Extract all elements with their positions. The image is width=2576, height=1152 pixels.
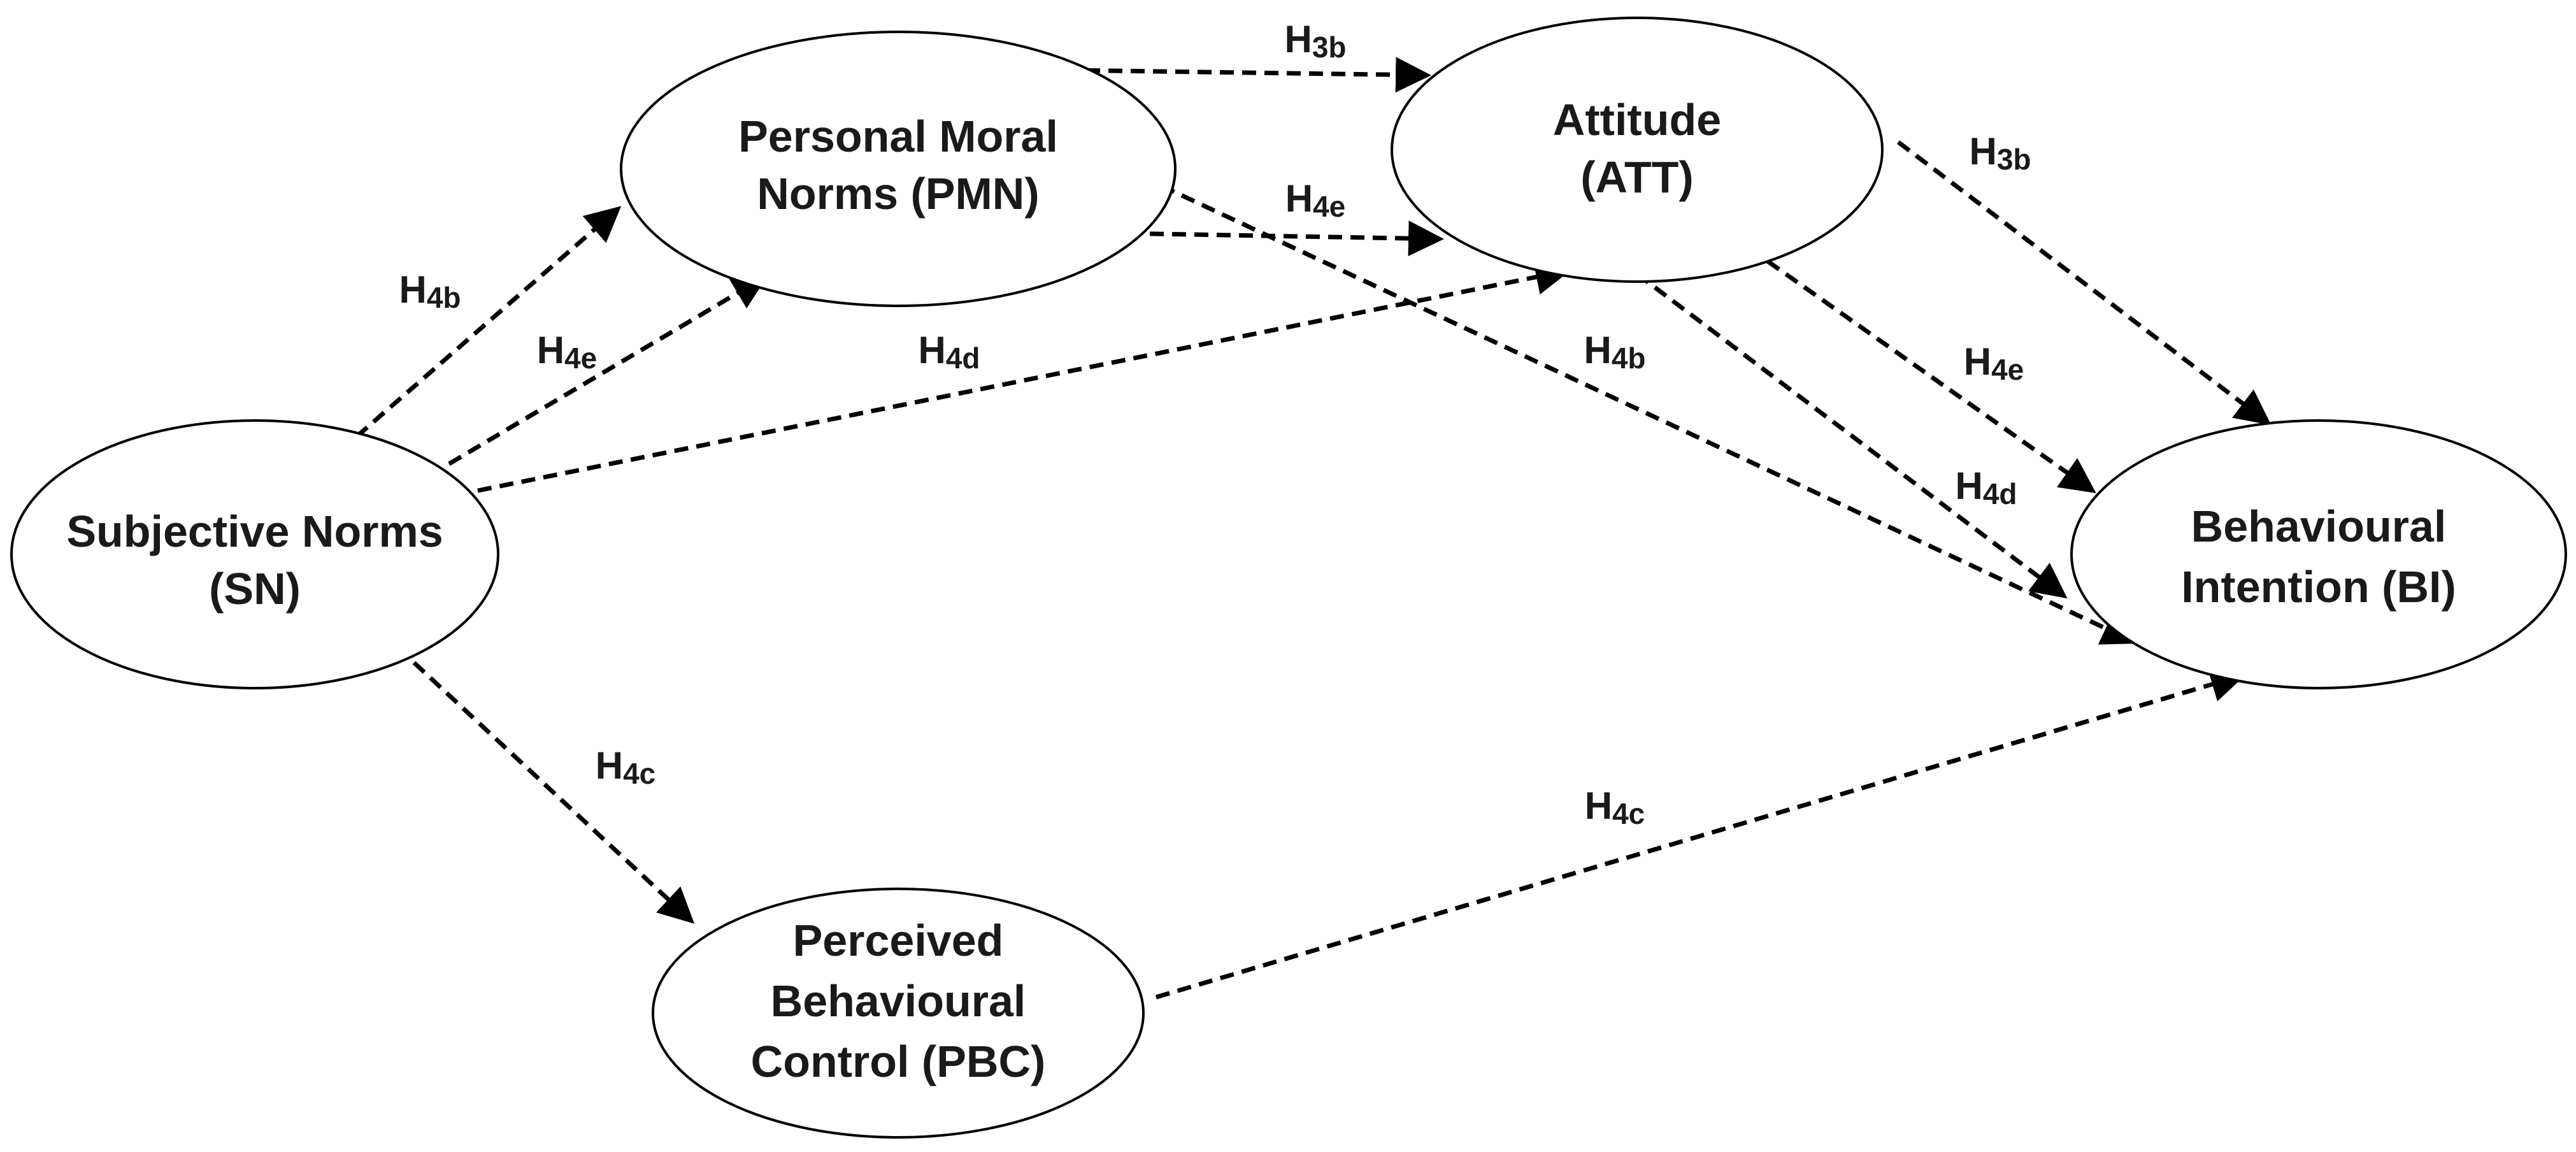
edge-pmn-bi xyxy=(1120,164,2138,645)
node-personal-moral-norms-shape xyxy=(620,31,1177,307)
node-attitude-shape xyxy=(1391,17,1884,283)
edge-att-bi-mid xyxy=(1766,259,2096,494)
edge-label-sn-pmn-a: H4b xyxy=(399,268,461,314)
node-behavioural-intention-line2: Intention (BI) xyxy=(2181,562,2456,612)
edge-label-sn-pbc: H4c xyxy=(596,744,656,790)
node-personal-moral-norms-line2: Norms (PMN) xyxy=(757,169,1039,219)
edge-label-sn-pmn-b: H4e xyxy=(537,329,597,375)
edge-sn-pmn-b xyxy=(448,275,769,466)
node-subjective-norms-line2: (SN) xyxy=(209,564,301,614)
node-personal-moral-norms: Personal Moral Norms (PMN) xyxy=(620,31,1177,307)
node-subjective-norms: Subjective Norms (SN) xyxy=(10,419,499,689)
node-behavioural-intention: Behavioural Intention (BI) xyxy=(2070,419,2567,689)
node-attitude-line2: (ATT) xyxy=(1580,152,1694,202)
edge-label-pmn-att-top: H3b xyxy=(1284,18,1346,64)
edge-label-pmn-att-low: H4e xyxy=(1285,177,1346,223)
edge-label-pmn-bi: H4b xyxy=(1584,329,1645,375)
edge-sn-pbc xyxy=(412,661,695,924)
node-perceived-behavioural-control: Perceived Behavioural Control (PBC) xyxy=(652,888,1145,1139)
edge-pmn-att-low xyxy=(1082,220,1444,257)
edge-label-att-bi-mid: H4e xyxy=(1964,340,2024,386)
node-perceived-behavioural-control-line2: Behavioural xyxy=(771,976,1026,1026)
node-perceived-behavioural-control-line3: Control (PBC) xyxy=(751,1037,1046,1086)
node-subjective-norms-shape xyxy=(10,419,499,689)
node-behavioural-intention-shape xyxy=(2070,419,2567,689)
edge-att-bi-top xyxy=(1896,140,2272,426)
edge-label-att-bi-top: H3b xyxy=(1969,130,2031,176)
node-perceived-behavioural-control-line1: Perceived xyxy=(793,916,1004,965)
edge-label-pbc-bi: H4c xyxy=(1585,784,1645,830)
edge-sn-att xyxy=(477,259,1571,493)
nodes: Subjective Norms (SN) Personal Moral Nor… xyxy=(10,17,2567,1139)
edge-sn-pmn-a xyxy=(355,206,622,438)
node-attitude-line1: Attitude xyxy=(1553,95,1721,145)
edge-label-sn-att: H4d xyxy=(918,329,980,375)
edge-pbc-bi xyxy=(1156,667,2247,1000)
node-perceived-behavioural-control-shape xyxy=(652,888,1145,1139)
node-subjective-norms-line1: Subjective Norms xyxy=(66,507,443,556)
edge-label-att-bi-low: H4d xyxy=(1955,464,2017,510)
node-personal-moral-norms-line1: Personal Moral xyxy=(738,112,1058,161)
node-behavioural-intention-line1: Behavioural xyxy=(2191,501,2447,551)
edge-pmn-att-top xyxy=(1063,57,1431,93)
edges xyxy=(355,57,2272,1000)
edge-labels: H3b H4e H4b H3b H4e H4d H4b H4e H4d H4c xyxy=(399,18,2031,830)
node-attitude: Attitude (ATT) xyxy=(1391,17,1884,283)
